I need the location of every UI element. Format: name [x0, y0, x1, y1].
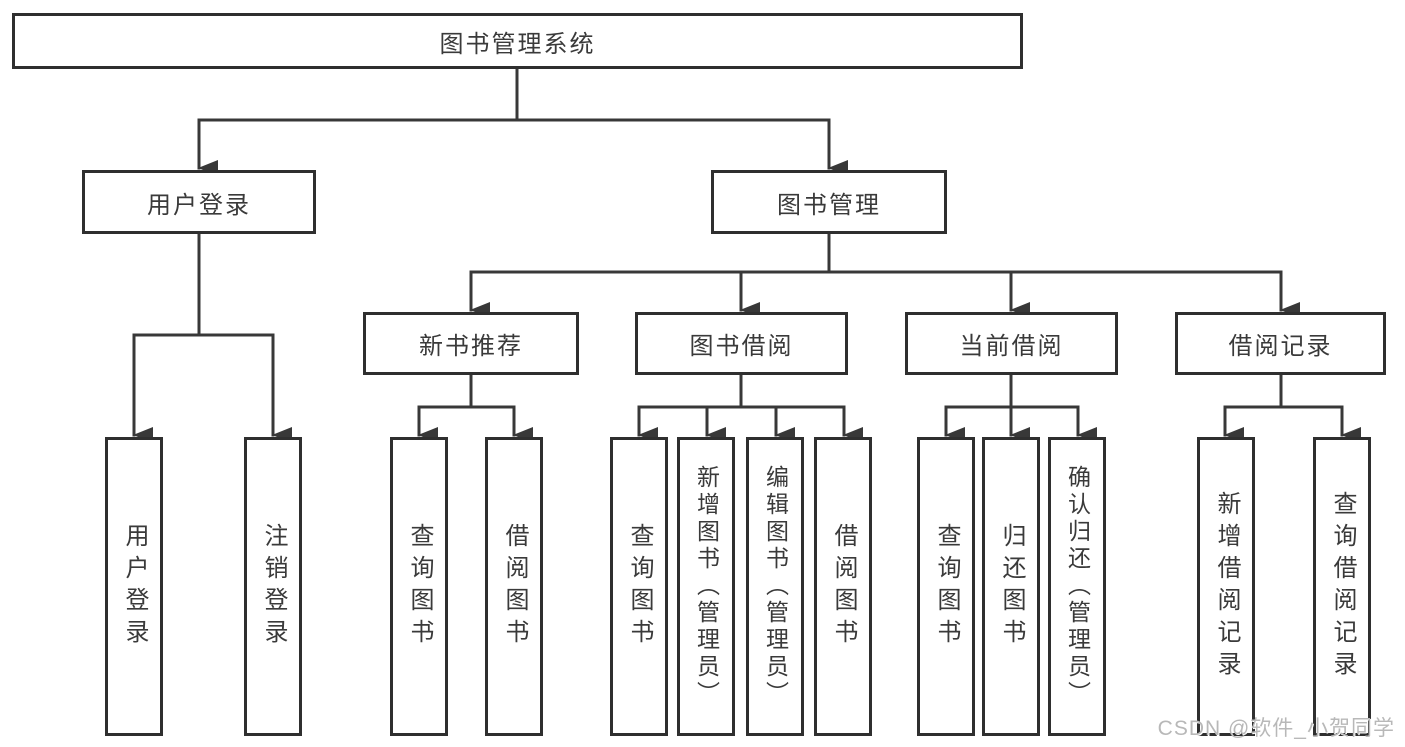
leaf-label: 归还图书	[998, 522, 1025, 651]
leaf-label: 借阅图书	[501, 522, 528, 651]
leaf-query-books-current: 查询图书	[917, 437, 975, 736]
leaf-label: 注销登录	[260, 522, 287, 651]
leaf-confirm-return-admin: 确认归还（管理员）	[1048, 437, 1106, 736]
leaf-user-login: 用户登录	[105, 437, 163, 736]
leaf-label: 查询图书	[626, 522, 653, 651]
leaf-add-books-admin: 新增图书（管理员）	[677, 437, 735, 736]
node-user-login: 用户登录	[82, 170, 316, 234]
node-book-management: 图书管理	[711, 170, 947, 234]
leaf-label: 确认归还（管理员）	[1064, 465, 1091, 708]
leaf-label: 新增借阅记录	[1213, 490, 1240, 683]
leaf-borrow-books-recommend: 借阅图书	[485, 437, 543, 736]
node-library-system: 图书管理系统	[12, 13, 1023, 69]
leaf-label: 借阅图书	[830, 522, 857, 651]
node-borrowing-records: 借阅记录	[1175, 312, 1386, 375]
leaf-query-borrow-record: 查询借阅记录	[1313, 437, 1371, 736]
node-new-book-recommend: 新书推荐	[363, 312, 579, 375]
leaf-add-borrow-record: 新增借阅记录	[1197, 437, 1255, 736]
node-current-borrowing: 当前借阅	[905, 312, 1118, 375]
leaf-borrow-books: 借阅图书	[814, 437, 872, 736]
csdn-watermark: CSDN @软件_小贺同学	[1157, 717, 1395, 740]
leaf-label: 新增图书（管理员）	[693, 465, 720, 708]
leaf-edit-books-admin: 编辑图书（管理员）	[746, 437, 804, 736]
leaf-query-books-borrow: 查询图书	[610, 437, 668, 736]
leaf-label: 查询图书	[406, 522, 433, 651]
leaf-label: 用户登录	[121, 522, 148, 651]
leaf-label: 编辑图书（管理员）	[762, 465, 789, 708]
node-book-borrowing: 图书借阅	[635, 312, 848, 375]
leaf-query-books-recommend: 查询图书	[390, 437, 448, 736]
leaf-return-books: 归还图书	[982, 437, 1040, 736]
leaf-logout: 注销登录	[244, 437, 302, 736]
leaf-label: 查询借阅记录	[1329, 490, 1356, 683]
leaf-label: 查询图书	[933, 522, 960, 651]
